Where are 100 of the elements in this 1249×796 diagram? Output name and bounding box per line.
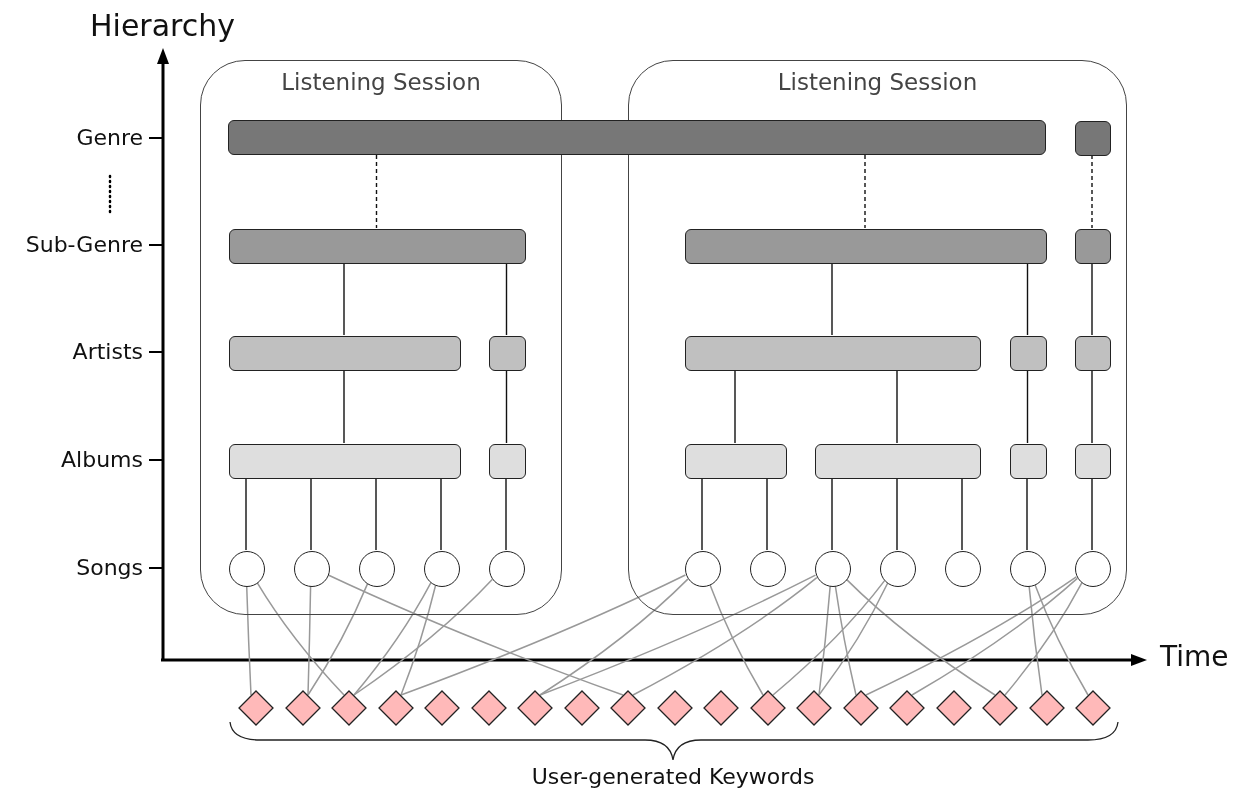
session-title: Listening Session	[280, 69, 482, 95]
session-frame	[628, 60, 1127, 615]
level-label: Albums	[61, 447, 143, 472]
hierarchy-bar	[229, 444, 461, 479]
keyword-link	[245, 585, 252, 696]
axis-title: Hierarchy	[90, 8, 235, 43]
keyword-link	[632, 576, 818, 696]
hierarchy-bar	[1010, 336, 1047, 371]
hierarchy-bar	[1075, 121, 1111, 156]
keyword-diamond	[610, 690, 646, 726]
keyword-link	[845, 578, 996, 696]
level-label: Artists	[72, 339, 143, 364]
song-circle	[815, 551, 851, 587]
keyword-diamond	[331, 690, 367, 726]
keyword-link	[1004, 582, 1083, 696]
connector-line	[1026, 477, 1028, 551]
keyword-diamond	[471, 690, 507, 726]
connector-line	[896, 477, 898, 551]
hierarchy-bar	[1075, 444, 1111, 479]
keyword-link	[539, 574, 817, 696]
keyword-link	[353, 582, 432, 696]
connector-line	[1026, 369, 1029, 444]
hierarchy-bar	[489, 336, 526, 371]
song-circle	[1010, 551, 1046, 587]
level-label: Genre	[76, 125, 143, 150]
connector-line	[734, 369, 736, 444]
keyword-diamond	[936, 690, 972, 726]
connector-line	[831, 477, 833, 551]
song-circle	[489, 551, 525, 587]
song-circle	[880, 551, 916, 587]
level-label: Songs	[76, 555, 143, 580]
level-label: Sub-Genre	[25, 232, 143, 257]
song-circle	[359, 551, 395, 587]
song-circle	[424, 551, 460, 587]
keyword-diamond	[843, 690, 879, 726]
connector-line	[245, 477, 247, 551]
hierarchy-bar	[685, 336, 981, 371]
keyword-diamond	[564, 690, 600, 726]
keyword-link	[1034, 583, 1089, 696]
connector-line	[343, 262, 345, 336]
keyword-diamond	[889, 690, 925, 726]
dashed-connector	[375, 154, 378, 229]
hierarchy-bar	[1075, 336, 1111, 371]
keyword-diamond	[238, 690, 274, 726]
keyword-link	[818, 585, 831, 696]
connector-line	[310, 477, 312, 551]
connector-line	[440, 477, 442, 551]
axis-title: Time	[1160, 640, 1229, 673]
connector-line	[701, 477, 703, 551]
connector-line	[375, 477, 377, 551]
keyword-link	[326, 574, 624, 696]
connector-line	[1091, 477, 1093, 551]
dashed-connector	[864, 154, 866, 229]
keyword-link	[818, 582, 889, 696]
connector-line	[961, 477, 963, 551]
keyword-link	[709, 583, 764, 696]
song-circle	[685, 551, 721, 587]
keyword-diamond	[750, 690, 786, 726]
hierarchy-bar	[1010, 444, 1047, 479]
hierarchy-bar	[229, 336, 461, 371]
connector-line	[505, 262, 508, 336]
keyword-link	[400, 574, 687, 696]
keyword-link	[307, 583, 369, 696]
connector-line	[343, 369, 345, 444]
keyword-diamond	[703, 690, 739, 726]
keyword-link	[256, 581, 345, 696]
keyword-link	[865, 576, 1078, 696]
keyword-diamond	[424, 690, 460, 726]
keyword-diamond	[285, 690, 321, 726]
hierarchy-bar	[229, 229, 526, 264]
keyword-link	[772, 580, 886, 696]
keyword-diamond	[982, 690, 1018, 726]
keyword-link	[539, 578, 689, 696]
hierarchy-bar	[685, 229, 1047, 264]
hierarchy-bar	[1075, 229, 1111, 264]
keyword-link	[400, 584, 437, 696]
keyword-link	[353, 578, 493, 696]
connector-line	[505, 477, 507, 551]
keyword-diamond	[517, 690, 553, 726]
song-circle	[750, 551, 786, 587]
keyword-link	[834, 584, 857, 696]
keyword-link	[911, 577, 1079, 696]
keyword-diamond	[796, 690, 832, 726]
song-circle	[1075, 551, 1111, 587]
dashed-connector	[1091, 154, 1093, 229]
keyword-diamond	[378, 690, 414, 726]
connector-line	[896, 369, 898, 444]
keyword-diamond	[657, 690, 693, 726]
hierarchy-bar	[489, 444, 526, 479]
session-frame	[200, 60, 562, 615]
song-circle	[294, 551, 330, 587]
hierarchy-bar	[685, 444, 787, 479]
song-circle	[229, 551, 265, 587]
connector-line	[831, 262, 833, 336]
connector-line	[505, 369, 508, 444]
keyword-link	[307, 585, 312, 696]
hierarchy-bar	[228, 120, 1046, 155]
keyword-link	[1028, 585, 1043, 696]
bracket-caption: User-generated Keywords	[531, 764, 815, 789]
hierarchy-bar	[815, 444, 981, 479]
